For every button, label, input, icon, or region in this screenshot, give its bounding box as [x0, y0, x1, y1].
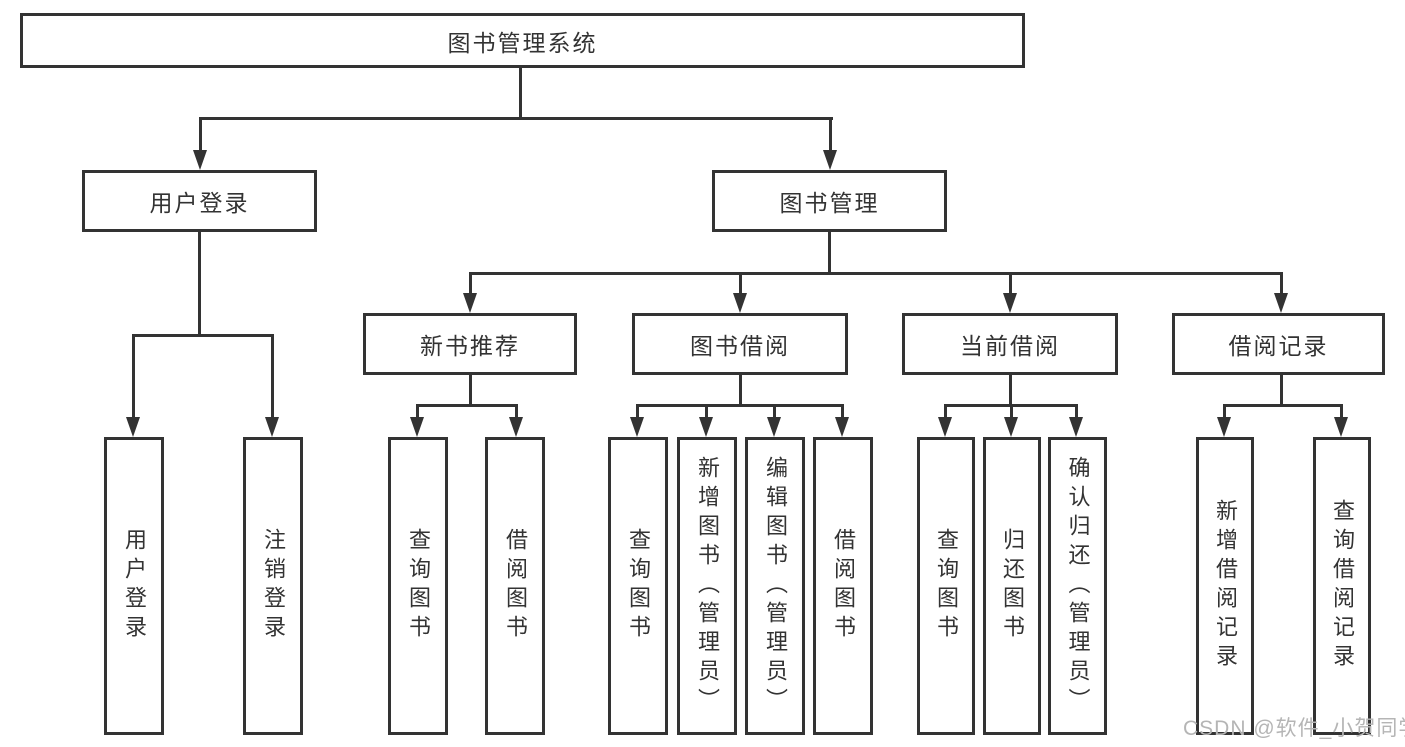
- node-user-login: 用户登录: [82, 170, 317, 232]
- connector-borrow-drop-3: [773, 404, 776, 419]
- arrowhead-icon: [265, 417, 279, 437]
- arrowhead-icon: [699, 417, 713, 437]
- node-book-borrow-label: 图书借阅: [690, 333, 790, 359]
- connector-borrow-drop-1: [636, 404, 639, 419]
- arrowhead-icon: [193, 150, 207, 170]
- leaf-return-book-label: 归还图书: [1000, 528, 1025, 644]
- connector-newbook-drop-2: [515, 404, 518, 419]
- connector-borrow-drop-4: [841, 404, 844, 419]
- connector-root-rail: [199, 117, 833, 120]
- connector-bookmgmt-drop-3: [1009, 272, 1012, 293]
- leaf-return-book: 归还图书: [983, 437, 1041, 735]
- leaf-query-book-1-label: 查询图书: [406, 528, 431, 644]
- node-library-system-label: 图书管理系统: [447, 29, 598, 56]
- connector-record-drop-1: [1223, 404, 1226, 419]
- leaf-add-borrow-record-label: 新增借阅记录: [1213, 499, 1238, 673]
- arrowhead-icon: [835, 417, 849, 437]
- connector-root-drop-right: [829, 117, 832, 152]
- node-new-book-recommend: 新书推荐: [363, 313, 577, 375]
- node-book-management-label: 图书管理: [779, 190, 880, 216]
- node-book-management: 图书管理: [712, 170, 947, 232]
- connector-record-rail: [1223, 404, 1343, 407]
- connector-newbook-stem: [469, 375, 472, 407]
- arrowhead-icon: [410, 417, 424, 437]
- leaf-borrow-book-2-label: 借阅图书: [831, 528, 856, 644]
- connector-root-drop-left: [199, 117, 202, 152]
- watermark-text: CSDN @软件_小贺同学: [1183, 717, 1405, 740]
- connector-userlogin-stem: [198, 232, 201, 337]
- arrowhead-icon: [1004, 417, 1018, 437]
- arrowhead-icon: [733, 293, 747, 313]
- arrowhead-icon: [938, 417, 952, 437]
- node-current-borrow-label: 当前借阅: [960, 333, 1060, 359]
- arrowhead-icon: [1274, 293, 1288, 313]
- connector-borrow-drop-2: [705, 404, 708, 419]
- connector-current-drop-2: [1010, 404, 1013, 419]
- arrowhead-icon: [463, 293, 477, 313]
- connector-current-drop-1: [944, 404, 947, 419]
- arrowhead-icon: [126, 417, 140, 437]
- arrowhead-icon: [823, 150, 837, 170]
- arrowhead-icon: [1003, 293, 1017, 313]
- arrowhead-icon: [1334, 417, 1348, 437]
- connector-record-stem: [1280, 375, 1283, 407]
- node-book-borrow: 图书借阅: [632, 313, 848, 375]
- arrowhead-icon: [630, 417, 644, 437]
- node-user-login-label: 用户登录: [149, 190, 250, 216]
- leaf-add-book-admin: 新增图书（管理员）: [677, 437, 737, 735]
- leaf-confirm-return-admin-label: 确认归还（管理员）: [1065, 455, 1091, 717]
- leaf-user-login-label: 用户登录: [122, 528, 147, 644]
- connector-bookmgmt-drop-1: [469, 272, 472, 293]
- leaf-query-book-3-label: 查询图书: [934, 528, 959, 644]
- leaf-query-borrow-record-label: 查询借阅记录: [1330, 499, 1355, 673]
- connector-record-drop-2: [1340, 404, 1343, 419]
- arrowhead-icon: [1217, 417, 1231, 437]
- leaf-borrow-book-2: 借阅图书: [813, 437, 873, 735]
- leaf-query-book-2: 查询图书: [608, 437, 668, 735]
- node-borrow-record-label: 借阅记录: [1228, 333, 1329, 359]
- arrowhead-icon: [509, 417, 523, 437]
- node-borrow-record: 借阅记录: [1172, 313, 1385, 375]
- leaf-logout: 注销登录: [243, 437, 303, 735]
- connector-newbook-rail: [416, 404, 518, 407]
- leaf-query-book-2-label: 查询图书: [626, 528, 651, 644]
- connector-borrow-rail: [636, 404, 844, 407]
- leaf-add-borrow-record: 新增借阅记录: [1196, 437, 1254, 735]
- arrowhead-icon: [767, 417, 781, 437]
- leaf-query-book-1: 查询图书: [388, 437, 448, 735]
- connector-current-stem: [1009, 375, 1012, 407]
- connector-bookmgmt-stem: [828, 232, 831, 275]
- leaf-query-book-3: 查询图书: [917, 437, 975, 735]
- connector-newbook-drop-1: [416, 404, 419, 419]
- leaf-add-book-admin-label: 新增图书（管理员）: [695, 455, 720, 717]
- leaf-user-login: 用户登录: [104, 437, 164, 735]
- connector-userlogin-rail: [132, 334, 274, 337]
- leaf-edit-book-admin: 编辑图书（管理员）: [745, 437, 805, 735]
- node-new-book-recommend-label: 新书推荐: [420, 333, 520, 359]
- leaf-borrow-book-1: 借阅图书: [485, 437, 545, 735]
- node-current-borrow: 当前借阅: [902, 313, 1118, 375]
- connector-bookmgmt-rail: [469, 272, 1283, 275]
- node-library-system: 图书管理系统: [20, 13, 1025, 68]
- connector-userlogin-drop-2: [271, 334, 274, 417]
- leaf-logout-label: 注销登录: [261, 528, 286, 644]
- leaf-borrow-book-1-label: 借阅图书: [503, 528, 528, 644]
- arrowhead-icon: [1069, 417, 1083, 437]
- leaf-confirm-return-admin: 确认归还（管理员）: [1048, 437, 1107, 735]
- connector-bookmgmt-drop-4: [1280, 272, 1283, 293]
- leaf-query-borrow-record: 查询借阅记录: [1313, 437, 1371, 735]
- connector-borrow-stem: [739, 375, 742, 407]
- connector-bookmgmt-drop-2: [739, 272, 742, 293]
- connector-userlogin-drop-1: [132, 334, 135, 417]
- connector-current-drop-3: [1075, 404, 1078, 419]
- leaf-edit-book-admin-label: 编辑图书（管理员）: [763, 455, 788, 717]
- connector-root-stem: [519, 68, 522, 119]
